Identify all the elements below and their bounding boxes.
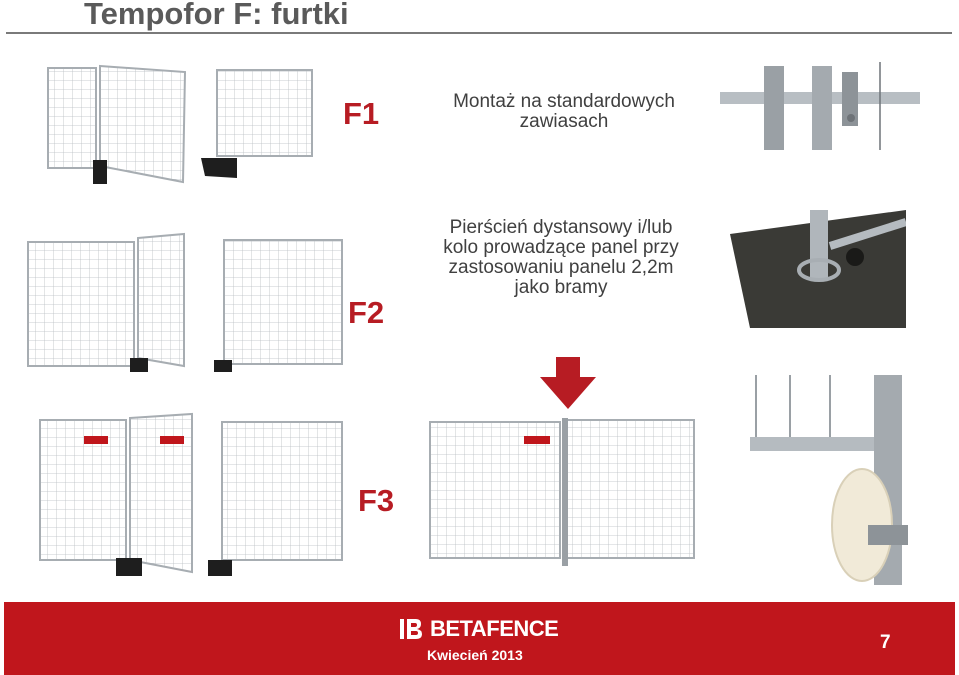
f1-description: Montaż na standardowych zawiasach (418, 92, 710, 132)
f2-spacer-ring-closeup-photo (730, 210, 906, 328)
brand-logo: BETAFENCE (400, 616, 559, 642)
f1-description-line: Montaż na standardowych (453, 91, 675, 112)
title-divider (6, 32, 952, 34)
page-number: 7 (880, 632, 891, 653)
f1-description-line: zawiasach (519, 110, 609, 132)
f3-guide-wheel-closeup-photo (750, 375, 908, 585)
betafence-logo-icon (400, 619, 422, 639)
f2-label: F2 (348, 295, 385, 330)
footer-date: Kwiecień 2013 (427, 647, 523, 663)
f3-gate-with-signs-photo (39, 412, 343, 576)
f1-open-gate-photo (47, 64, 313, 184)
brand-name: BETAFENCE (430, 616, 559, 641)
f2-description: Pierścień dystansowy i/lub kolo prowadzą… (409, 218, 713, 298)
f2-description-line: kolo prowadzące panel przy (443, 236, 679, 258)
footer-bar (4, 602, 955, 675)
f2-gate-photo (27, 232, 343, 372)
f2-description-line: zastosowaniu panelu 2,2m (448, 256, 674, 278)
f2-description-line: jako bramy (514, 276, 608, 298)
f3-panel-photo (429, 418, 695, 566)
f3-label: F3 (358, 483, 395, 518)
down-arrow-icon (540, 357, 596, 409)
page-title: Tempofor F: furtki (84, 0, 349, 31)
f1-label: F1 (343, 96, 380, 131)
f1-hinge-closeup-photo (720, 62, 920, 150)
f2-description-line: Pierścień dystansowy i/lub (449, 217, 673, 238)
